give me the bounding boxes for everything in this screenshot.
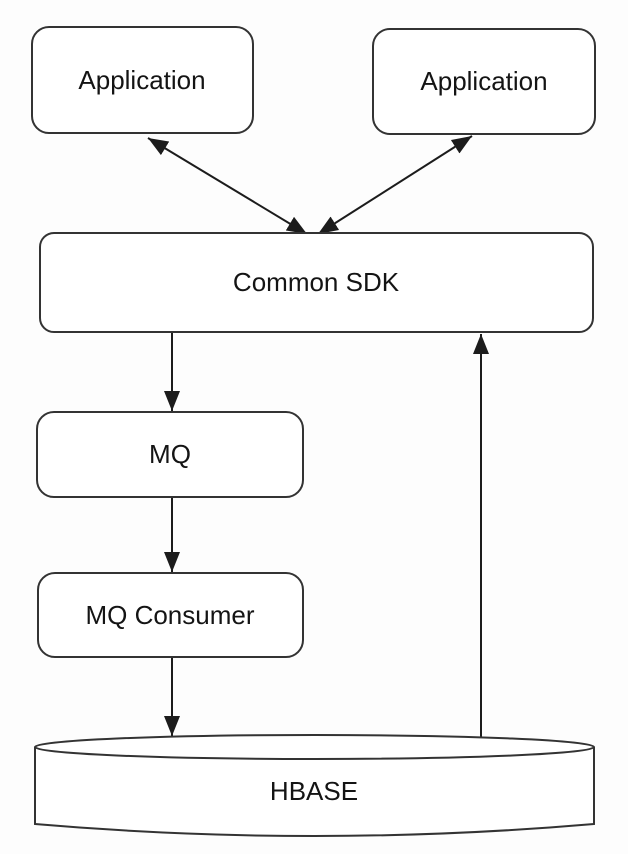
node-mq-consumer: MQ Consumer [37,572,304,658]
node-application-left-label: Application [78,65,205,95]
node-mq-label: MQ [149,439,191,469]
node-application-right-box [372,28,596,135]
node-application-left-box [31,26,254,134]
node-hbase-cylinder: HBASE [34,734,595,837]
node-mq: MQ [36,411,304,498]
node-hbase-cylinder-body [34,747,595,837]
node-common-sdk: Common SDK [39,232,594,333]
node-application-left: Application [31,26,254,134]
node-hbase-cylinder-top [34,734,595,760]
node-mq-box [36,411,304,498]
node-mq-consumer-box [37,572,304,658]
node-common-sdk-box [39,232,594,333]
node-hbase-label: HBASE [270,776,358,806]
node-mq-consumer-label: MQ Consumer [85,600,254,630]
node-application-right: Application [372,28,596,135]
edge-application-left-common-sdk-bidirectional [147,137,308,235]
node-application-right-label: Application [420,66,547,96]
node-common-sdk-label: Common SDK [233,267,400,297]
edge-application-right-common-sdk-bidirectional [317,135,473,235]
